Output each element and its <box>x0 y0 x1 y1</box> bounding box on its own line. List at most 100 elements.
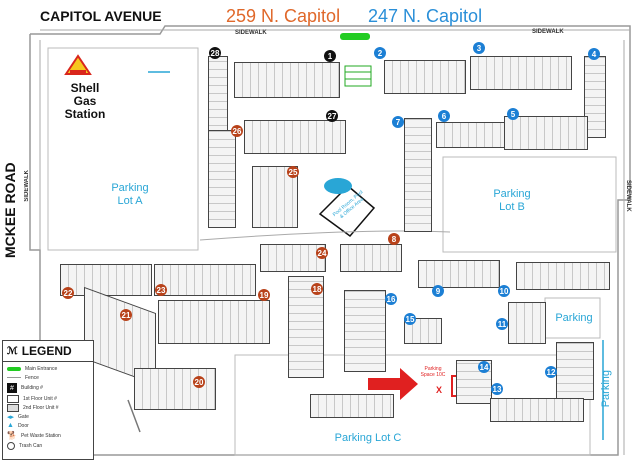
parking-right-label: Parking <box>555 312 593 324</box>
building-number-15: 15 <box>404 313 416 325</box>
legend-row-pet-waste: 🐕 Pet Waste Station <box>7 431 61 440</box>
main-entrance-marker <box>340 33 370 40</box>
legend-row-fence: Fence <box>7 373 89 382</box>
building-number-24: 24 <box>316 247 328 259</box>
callout-label: Parking Space 10C <box>420 366 446 378</box>
building-12-units <box>556 342 594 400</box>
walkway-line <box>127 399 141 433</box>
fence-swatch-icon <box>7 377 21 378</box>
building-number-12: 12 <box>545 366 557 378</box>
sidewalk-label-top-1: SIDEWALK <box>235 30 267 36</box>
building-2-units <box>384 60 466 94</box>
legend-row-door: ▲ Door <box>7 422 29 429</box>
building-number-22: 22 <box>62 287 74 299</box>
building-1-units <box>234 62 340 98</box>
lot-c-label: Parking Lot C <box>334 432 402 444</box>
legend-row-first-floor: 1st Floor Unit # <box>7 394 89 403</box>
lot-a-outline <box>47 47 199 251</box>
building-number-9: 9 <box>432 285 444 297</box>
building-number-26: 26 <box>231 125 243 137</box>
building-number-23: 23 <box>155 284 167 296</box>
building-number-7: 7 <box>392 116 404 128</box>
building-19-units <box>158 300 270 344</box>
building-3-units <box>470 56 572 90</box>
building-number-13: 13 <box>491 383 503 395</box>
building-number-14: 14 <box>478 361 490 373</box>
building-number-2: 2 <box>374 47 386 59</box>
legend-row-trash: Trash Can <box>7 441 89 450</box>
office-building-outline <box>318 184 376 238</box>
lot-b-outline <box>442 156 617 253</box>
building-number-8: 8 <box>388 233 400 245</box>
building-10-units <box>516 262 610 290</box>
legend-logo-icon: ℳ <box>7 345 18 357</box>
legend-header: ℳ LEGEND <box>3 341 93 362</box>
map-legend: ℳ LEGEND Main Entrance Fence # Building … <box>2 340 94 460</box>
building-20-units <box>134 368 216 410</box>
sidewalk-label-top-2: SIDEWALK <box>532 29 564 35</box>
building-number-5: 5 <box>507 108 519 120</box>
building-8-units <box>340 244 402 272</box>
building-7-units <box>404 118 432 232</box>
legend-row-second-floor: 2nd Floor Unit # <box>7 403 89 412</box>
building-number-27: 27 <box>326 110 338 122</box>
road-left-label: MCKEE ROAD <box>2 162 18 258</box>
legend-row-entrance: Main Entrance <box>7 364 89 373</box>
pool-shape <box>324 178 352 194</box>
building-number-3: 3 <box>473 42 485 54</box>
building-bottom-row-units <box>310 394 394 418</box>
building-24-units <box>260 244 326 272</box>
sidewalk-label-left: SIDEWALK <box>24 170 30 202</box>
building-number-6: 6 <box>438 110 450 122</box>
building-number-4: 4 <box>588 48 600 60</box>
address-247: 247 N. Capitol <box>368 6 483 26</box>
building-number-21: 21 <box>120 309 132 321</box>
gate-arrows-icon: ◂▸ <box>7 413 15 421</box>
shell-logo-icon <box>64 54 92 76</box>
building-number-10: 10 <box>498 285 510 297</box>
building-number-11: 11 <box>496 318 508 330</box>
building-6-units <box>436 122 510 148</box>
building-27-units <box>244 120 346 154</box>
building-number-16: 16 <box>385 293 397 305</box>
legend-title: LEGEND <box>21 344 72 358</box>
pet-waste-icon: 🐕 <box>7 431 17 440</box>
unit-swatch-icon <box>7 394 19 403</box>
building-number-swatch-icon: # <box>7 383 17 393</box>
building-number-18: 18 <box>311 283 323 295</box>
parking-far-right-label: Parking <box>600 370 612 408</box>
building-number-28: 28 <box>209 47 221 59</box>
building-26-units <box>208 130 236 228</box>
building-number-19: 19 <box>258 289 270 301</box>
building-16-units <box>344 290 386 372</box>
building-number-1: 1 <box>324 50 336 62</box>
building-9-units <box>418 260 500 288</box>
door-icon: ▲ <box>7 422 14 429</box>
entrance-gate <box>344 65 372 87</box>
street-name-top: CAPITOL AVENUE <box>40 8 162 24</box>
entrance-swatch-icon <box>7 366 21 371</box>
building-number-20: 20 <box>193 376 205 388</box>
legend-row-gate: ◂▸ Gate <box>7 413 29 421</box>
building-5-units <box>504 116 588 150</box>
callout-arrow <box>368 368 418 400</box>
trash-can-icon <box>7 441 15 450</box>
callout-x-marker: X <box>436 385 443 395</box>
legend-row-building: # Building # <box>7 382 89 394</box>
driveway-curve <box>199 230 451 241</box>
property-fence-line <box>29 25 631 456</box>
building-11-units <box>508 302 546 344</box>
lot-a-label: Parking Lot A <box>111 182 149 207</box>
sidewalk-label-right: SIDEWALK <box>625 180 631 212</box>
unit-2-swatch-icon <box>7 403 19 412</box>
building-22-units <box>60 264 152 296</box>
address-259: 259 N. Capitol <box>226 6 341 26</box>
lot-c-outline <box>234 354 591 456</box>
building-13-units <box>490 398 584 422</box>
shell-station-label: Shell Gas Station <box>64 81 106 121</box>
lot-b-label: Parking Lot B <box>493 188 531 213</box>
building-number-25: 25 <box>287 166 299 178</box>
building-23-units <box>154 264 256 296</box>
